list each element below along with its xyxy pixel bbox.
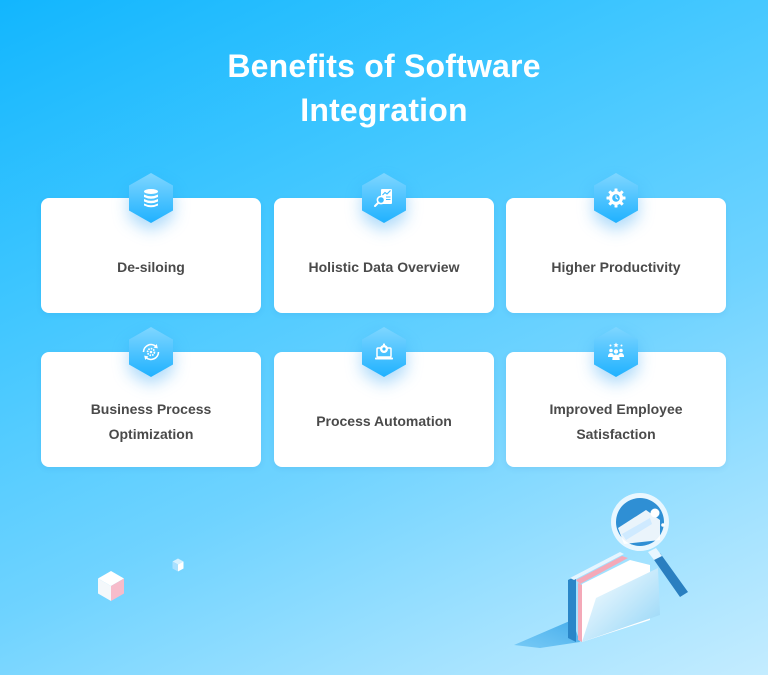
hex-badge-higher-productivity <box>593 172 639 224</box>
report-magnifier-icon <box>374 189 392 207</box>
gear-clock-icon <box>606 188 626 208</box>
folder-magnifier-illustration <box>514 493 688 648</box>
laptop-gear-icon <box>375 343 393 360</box>
benefit-card-business-process-optimization: Business Process Optimization <box>41 352 261 467</box>
hex-badge-improved-employee-satisfaction <box>593 326 639 378</box>
card-label: Business Process Optimization <box>90 400 212 442</box>
title-line-2: Integration <box>300 92 468 128</box>
benefit-card-higher-productivity: Higher Productivity <box>506 198 726 313</box>
team-stars-icon <box>608 342 624 360</box>
card-label: Process Automation <box>316 413 452 429</box>
hex-badge-de-siloing <box>128 172 174 224</box>
page-title: Benefits of Software Integration <box>0 44 768 132</box>
gear-cycle-icon <box>142 343 160 361</box>
card-label: Holistic Data Overview <box>308 259 460 275</box>
card-label: Improved Employee Satisfaction <box>549 400 683 442</box>
card-label: Higher Productivity <box>551 259 681 275</box>
hex-badge-process-automation <box>361 326 407 378</box>
decorative-cube-small <box>172 558 184 572</box>
title-line-1: Benefits of Software <box>227 48 541 84</box>
decorative-cube-large <box>98 571 124 601</box>
card-label: De-siloing <box>117 259 185 275</box>
hex-badge-holistic-data-overview <box>361 172 407 224</box>
hex-badge-business-process-optimization <box>128 326 174 378</box>
database-icon <box>144 189 158 208</box>
